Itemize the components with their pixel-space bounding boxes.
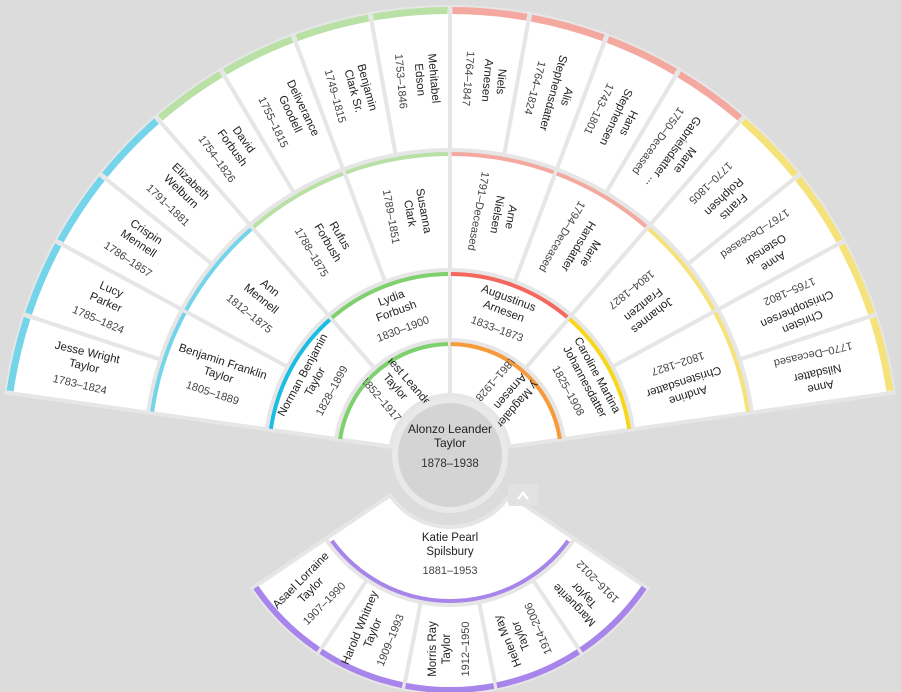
lineage-color-band xyxy=(647,225,718,311)
lineage-color-band xyxy=(869,316,894,392)
ancestor-segment[interactable]: ChristenChristophersen1765–1802 xyxy=(715,238,878,363)
root-name2: Taylor xyxy=(434,436,466,450)
lineage-color-band xyxy=(450,270,571,320)
ancestor-segment[interactable]: ElizabethWelburn1791–1881 xyxy=(97,114,253,267)
child-segment[interactable]: Helen MayTaylor1914–2006 xyxy=(476,577,585,691)
person-name1: Mehitabel xyxy=(425,53,441,104)
child-name2: Taylor xyxy=(441,633,453,664)
ancestor-segment[interactable]: Ernest LeanderTaylor1852–1917 xyxy=(333,337,452,449)
lineage-color-band xyxy=(452,7,528,21)
ancestor-segment[interactable]: BenjaminClark Sr.1749–1815 xyxy=(290,11,399,172)
spouse-dates: 1881–1953 xyxy=(422,565,477,577)
lineage-color-band xyxy=(251,169,344,229)
lineage-color-band xyxy=(102,118,159,178)
svg-text:MehitabelEdson1753–1846: MehitabelEdson1753–1846 xyxy=(392,51,442,110)
ancestor-segment[interactable]: MarieHansdatter1794–Deceased xyxy=(512,166,653,319)
lineage-color-band xyxy=(157,71,223,121)
person-name1: Anne xyxy=(806,377,835,395)
person-dates: 1753–1846 xyxy=(392,53,409,109)
root-dates: 1878–1938 xyxy=(421,458,479,470)
person-name2: Arnesen xyxy=(479,58,495,102)
person-dates: 1764–1847 xyxy=(459,51,476,107)
lineage-color-band xyxy=(451,150,556,175)
person-name1: Arne xyxy=(502,204,518,230)
lineage-color-band xyxy=(222,36,294,75)
chevron-up-icon xyxy=(517,491,529,500)
person-name1: Alis xyxy=(558,86,575,107)
spouse-name1: Katie Pearl xyxy=(422,532,478,544)
root-name1: Alonzo Leander xyxy=(408,422,492,436)
lineage-color-band xyxy=(336,340,450,440)
child-color-band xyxy=(319,648,404,689)
collapse-children-button[interactable] xyxy=(508,484,538,506)
lineage-color-band xyxy=(741,118,798,178)
child-dates: 1912–1950 xyxy=(460,621,472,676)
spouse-name2: Spilsbury xyxy=(426,546,474,558)
lineage-color-band xyxy=(295,14,370,42)
child-color-band xyxy=(496,648,581,689)
spouse-color-band xyxy=(328,539,572,605)
lineage-color-band xyxy=(556,169,649,229)
child-name1: Morris Ray xyxy=(427,621,439,677)
lineage-color-band xyxy=(266,316,332,430)
person-name2: Clark xyxy=(401,199,418,228)
lineage-color-band xyxy=(372,7,448,21)
ancestor-segment[interactable]: AndrineChristensdatter1802–1827 xyxy=(609,306,755,432)
ancestor-segment[interactable]: Jesse WrightTaylor1783–1824 xyxy=(4,312,163,415)
ancestor-segment[interactable]: Benjamin FranklinTaylor1805–1889 xyxy=(145,306,291,432)
toggle-background[interactable] xyxy=(508,484,538,506)
root-circle[interactable] xyxy=(398,403,502,507)
ancestor-segment[interactable]: AnneNilsdatter1770–Deceased xyxy=(737,312,896,415)
lineage-color-band xyxy=(606,36,678,75)
ancestor-segment[interactable]: Norman BenjaminTaylor1828–1899 xyxy=(264,312,378,442)
child-segment[interactable]: MargueriteTaylor1916–2012 xyxy=(530,536,651,657)
ancestor-segment[interactable]: SusannaClark1789–1851 xyxy=(340,147,452,285)
child-segment[interactable]: Harold WhitneyTaylor1909–1993 xyxy=(315,577,424,691)
ancestor-segment[interactable]: LucyParker1785–1824 xyxy=(22,238,185,363)
lineage-color-band xyxy=(25,243,62,315)
child-color-band xyxy=(253,585,321,653)
lineage-color-band xyxy=(530,14,605,42)
child-color-band xyxy=(579,585,647,653)
lineage-color-band xyxy=(344,150,449,175)
lineage-color-band xyxy=(57,176,105,243)
svg-text:NielsArnesen1764–1847: NielsArnesen1764–1847 xyxy=(459,51,509,110)
ancestor-segment[interactable]: DeliveranceGoodell1755–1815 xyxy=(218,32,346,196)
lineage-color-band xyxy=(677,71,743,121)
lineage-color-band xyxy=(568,316,634,430)
lineage-color-band xyxy=(838,243,875,315)
lineage-color-band xyxy=(329,270,450,320)
segment-background[interactable] xyxy=(401,599,499,692)
child-segment[interactable]: Asael LorraineTaylor1907–1990 xyxy=(249,536,370,657)
lineage-color-band xyxy=(182,225,253,311)
lineage-color-band xyxy=(148,310,187,412)
lineage-color-band xyxy=(713,310,752,412)
lineage-color-band xyxy=(795,176,843,243)
lineage-color-band xyxy=(450,340,564,440)
lineage-color-band xyxy=(6,316,31,392)
child-color-band xyxy=(404,682,496,692)
person-name2: Edson xyxy=(412,63,427,97)
person-name1: Niels xyxy=(493,68,507,95)
ancestor-segment[interactable]: AlisStephensdatter1764–1824 xyxy=(501,11,610,172)
